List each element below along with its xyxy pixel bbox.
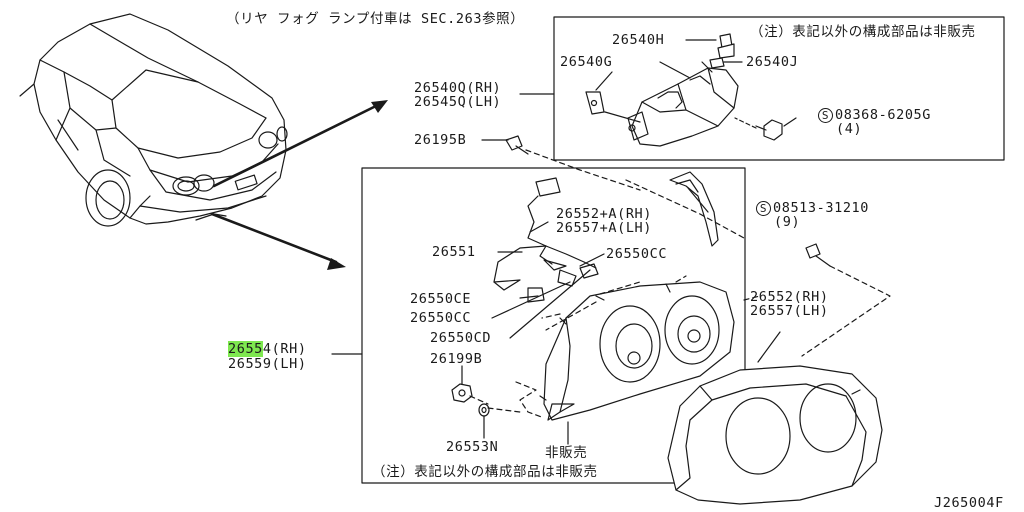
leader-lines xyxy=(331,93,781,445)
lamp-finisher-bezel xyxy=(667,365,883,505)
diagram-id: J265004F xyxy=(934,495,1004,511)
fog-lamp-box xyxy=(553,16,1005,161)
fog-lamp-drawing xyxy=(585,33,797,147)
label-not-sold: 非販売 xyxy=(545,445,588,461)
screw-symbol-icon: S xyxy=(818,108,833,123)
highlighted-part-number: 2655 xyxy=(228,341,263,357)
washer-26553n xyxy=(478,403,490,417)
note-top-right: （注）表記以外の構成部品は非販売 xyxy=(750,24,976,40)
label-26552a-rh: 26552+A(RH) xyxy=(556,206,653,222)
car-illustration xyxy=(19,13,288,227)
dashed-guides xyxy=(469,149,891,419)
label-26540j: 26540J xyxy=(746,54,799,70)
label-08368-qty: (4) xyxy=(836,121,863,137)
label-26557a-lh: 26557+A(LH) xyxy=(556,220,653,236)
label-26540h: 26540H xyxy=(612,32,665,48)
label-26195b: 26195B xyxy=(414,132,467,148)
pointer-arrows xyxy=(210,100,388,270)
note-bottom: （注）表記以外の構成部品は非販売 xyxy=(372,464,598,480)
label-26540q-rh: 26540Q(RH) xyxy=(414,80,502,96)
header-note: （リヤ フォグ ランプ付車は SEC.263参照） xyxy=(226,11,525,27)
label-26540g: 26540G xyxy=(560,54,613,70)
label-26545q-lh: 26545Q(LH) xyxy=(414,94,502,110)
rear-lamp-body xyxy=(539,281,735,421)
label-26552-rh: 26552(RH) xyxy=(750,289,829,305)
label-26559-lh: 26559(LH) xyxy=(228,356,307,372)
label-26550cd: 26550CD xyxy=(430,330,492,346)
wiring-harness xyxy=(493,177,599,303)
lamp-assembly-box xyxy=(361,167,746,484)
screw-08513 xyxy=(805,243,831,267)
label-26550ce: 26550CE xyxy=(410,291,472,307)
label-26550cc-b: 26550CC xyxy=(410,310,472,326)
label-26553n: 26553N xyxy=(446,439,499,455)
label-08513-qty: (9) xyxy=(774,214,801,230)
label-26551: 26551 xyxy=(432,244,476,260)
label-26199b: 26199B xyxy=(430,351,483,367)
label-26550cc-a: 26550CC xyxy=(606,246,668,262)
label-26554-rh: 26554(RH) xyxy=(228,341,307,357)
bolt-26195b xyxy=(505,135,529,155)
label-26557-lh: 26557(LH) xyxy=(750,303,829,319)
nut-26199b xyxy=(451,383,473,403)
screw-symbol-icon: S xyxy=(756,201,771,216)
